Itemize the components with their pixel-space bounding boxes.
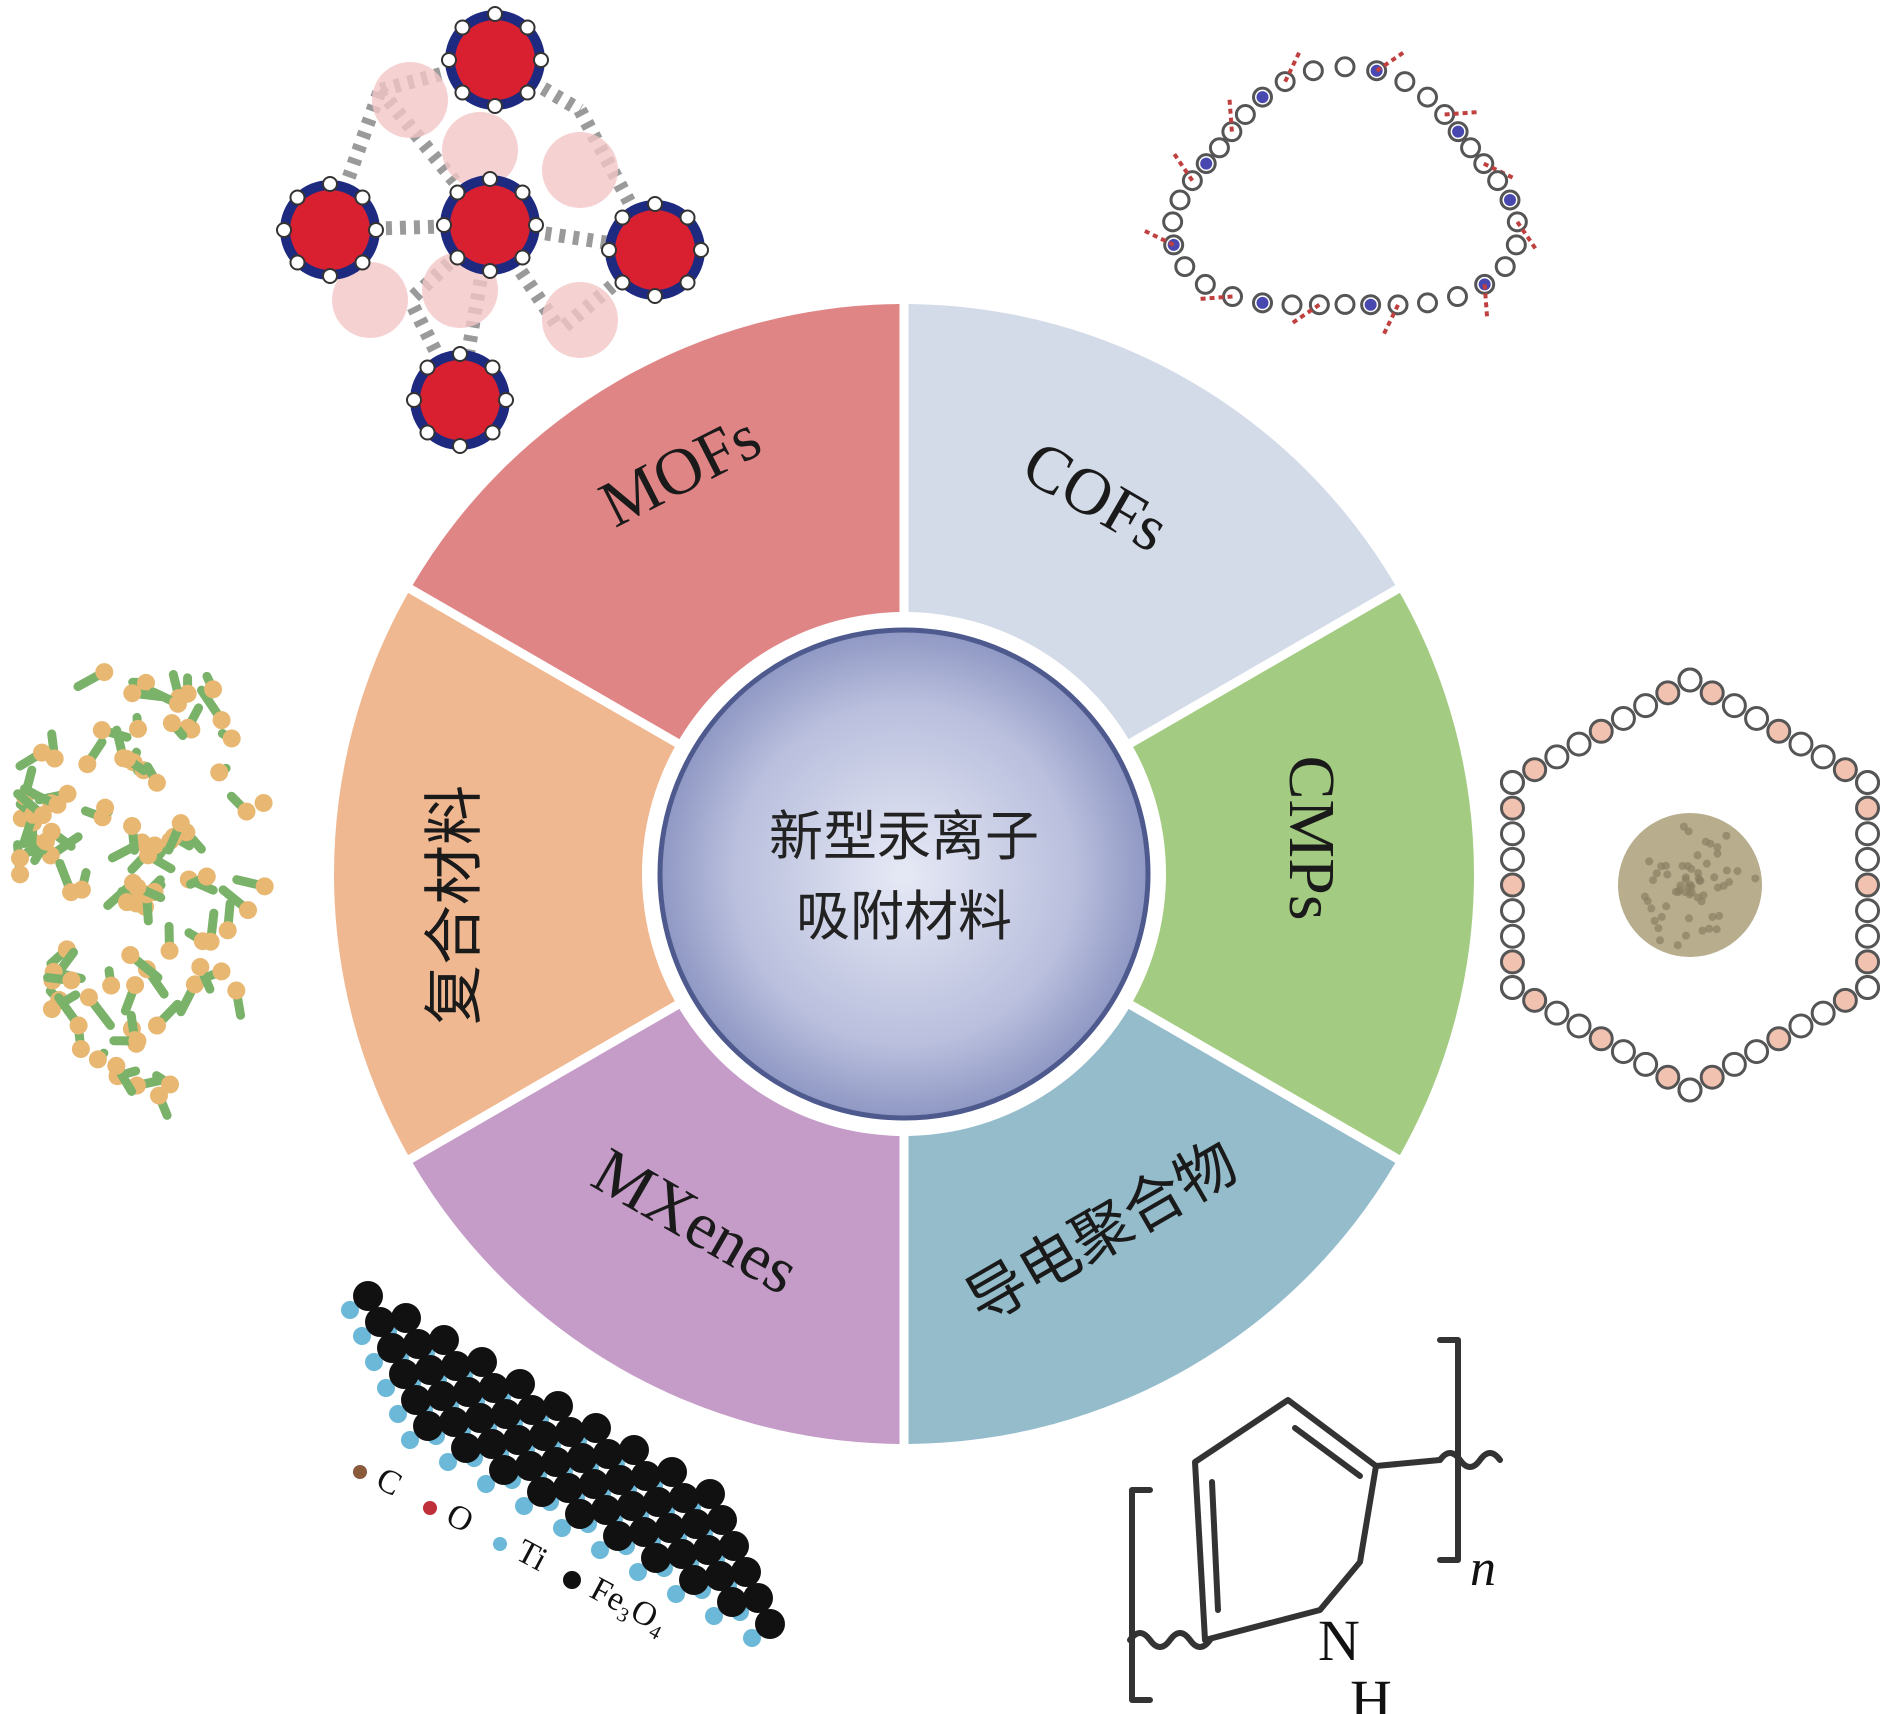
cmp-structure-icon	[1501, 669, 1878, 1101]
polypyrrole-structure-icon	[1130, 1340, 1500, 1700]
cof-structure-icon	[1143, 51, 1536, 335]
polypyrrole-n-subscript: n	[1470, 1540, 1496, 1597]
polypyrrole-h-label: H	[1350, 1668, 1392, 1714]
composite-structure-icon	[11, 663, 274, 1115]
mxene-legend-o: O	[440, 1496, 479, 1540]
polypyrrole-labels: N H n	[1318, 1540, 1496, 1714]
center-title-line2: 吸附材料	[796, 885, 1012, 948]
polypyrrole-n-label: N	[1318, 1608, 1360, 1673]
segment-label-composite: 复合材料	[420, 785, 490, 1025]
mxene-legend-fe3o4: Fe₃O₄	[584, 1570, 674, 1641]
center-hub: 新型汞离子 吸附材料	[648, 618, 1160, 1130]
mxene-legend-c: C	[370, 1460, 407, 1503]
segment-label-cmps: CMPs	[1275, 755, 1348, 920]
center-title-line1: 新型汞离子	[769, 805, 1039, 868]
mxene-legend-ti: Ti	[510, 1532, 553, 1578]
